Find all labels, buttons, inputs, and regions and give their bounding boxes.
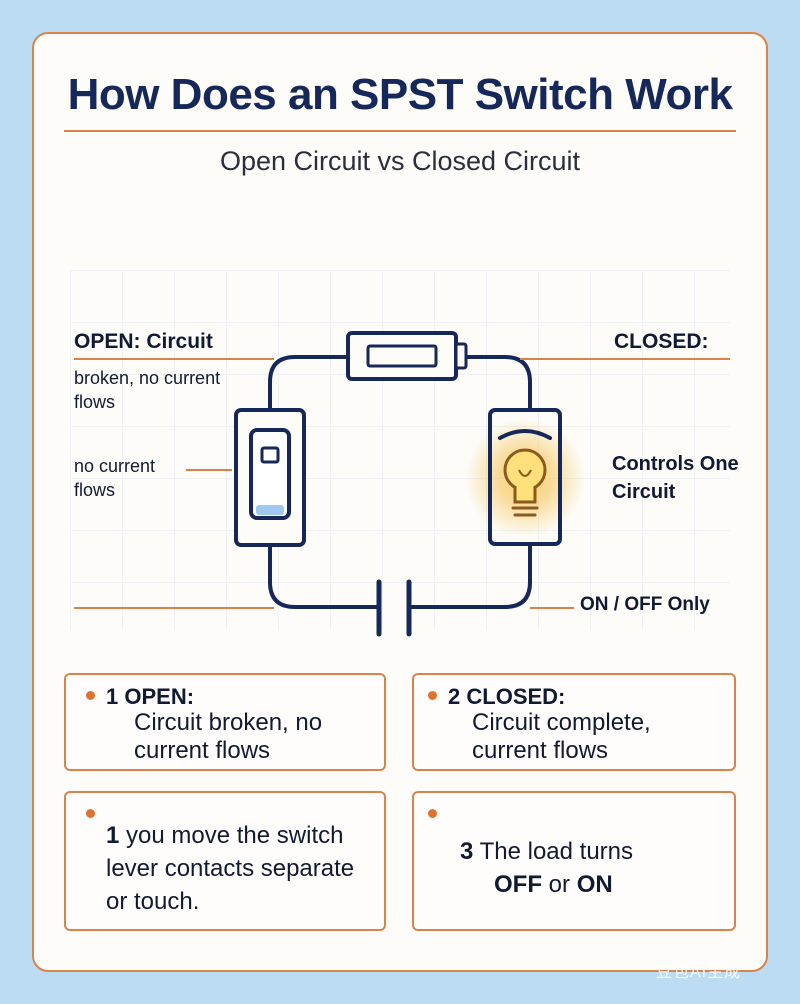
bullet-dot	[86, 691, 95, 700]
on-word: ON	[576, 871, 613, 898]
card-heading: OPEN:	[124, 684, 195, 709]
card-number: 1	[106, 684, 119, 709]
info-card-step-1: 1 you move the switch lever contacts sep…	[64, 791, 386, 931]
light-bulb-icon	[465, 408, 585, 546]
info-card-closed: 2 CLOSED: Circuit complete, current flow…	[412, 673, 736, 771]
bullet-dot	[86, 809, 95, 818]
card-body: Circuit complete, current flows	[472, 709, 651, 764]
battery-icon	[346, 331, 468, 381]
toggle-switch-icon	[234, 408, 306, 547]
card-body: The load turns	[479, 838, 634, 865]
on-off-label: ON / OFF Only	[580, 594, 710, 615]
open-description: broken, no current flows	[74, 368, 221, 412]
info-card-step-3: 3 The load turns OFF or ON	[412, 791, 736, 931]
info-card-open: 1 OPEN: Circuit broken, no current flows	[64, 673, 386, 771]
no-current-label: no current flows	[74, 456, 156, 500]
or-word: or	[548, 871, 571, 898]
open-label-leader	[74, 358, 274, 360]
controls-label: Controls One Circuit	[612, 453, 739, 503]
open-label: OPEN: Circuit	[74, 330, 213, 353]
circuit-wire	[268, 355, 532, 609]
off-word: OFF	[494, 871, 542, 898]
page-title: How Does an SPST Switch Work	[67, 70, 733, 119]
on-off-leader	[530, 607, 574, 609]
title-divider	[64, 130, 736, 132]
closed-label-leader	[520, 358, 730, 360]
page-subtitle: Open Circuit vs Closed Circuit	[219, 146, 581, 176]
card-heading: CLOSED:	[466, 684, 566, 709]
card-body: Circuit broken, no current flows	[134, 709, 323, 764]
gap-contacts-icon	[376, 579, 412, 637]
card-number: 2	[448, 684, 461, 709]
closed-label: CLOSED:	[614, 330, 709, 353]
diagram-grid-background	[70, 270, 730, 630]
card-body: you move the switch lever contacts separ…	[106, 822, 355, 915]
bullet-dot	[428, 809, 437, 818]
card-number: 1	[106, 822, 120, 849]
card-number: 3	[460, 838, 474, 865]
bullet-dot	[428, 691, 437, 700]
no-current-leader	[186, 469, 232, 471]
watermark: 豆包AI生成	[656, 964, 742, 981]
bottom-left-leader	[74, 607, 274, 609]
